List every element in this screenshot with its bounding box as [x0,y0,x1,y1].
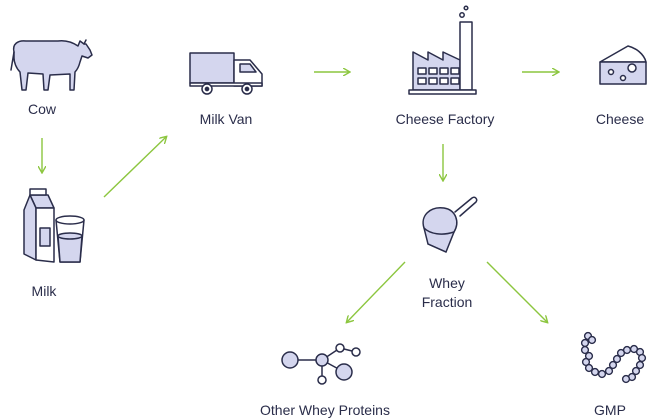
node-label-whey-line-1: Whey [429,275,465,291]
node-label-cheese: Cheese [595,111,645,127]
node-label-other-whey-proteins: Other Whey Proteins [260,402,390,418]
molecule-icon [281,343,361,385]
node-label-whey-line-2: Fraction [421,294,473,310]
arrow-whey-to-gmp [486,261,547,322]
cow-icon [10,39,93,91]
scoop-icon [422,196,478,253]
arrows [42,72,558,322]
node-label-milk-van: Milk Van [199,111,253,127]
delivery-truck-icon [189,52,263,95]
node-label-cow: Cow [27,101,56,117]
node-label-cheese-factory: Cheese Factory [395,111,495,127]
node-label-gmp: GMP [594,402,626,418]
arrow-milk-to-milk-van [103,137,166,198]
peptide-chain-icon [580,331,647,384]
milk-carton-and-glass-icon [23,188,85,263]
cheese-icon [599,45,647,85]
node-label-milk: Milk [31,283,57,299]
arrow-whey-to-other-proteins [347,261,406,322]
factory-icon [408,5,477,95]
